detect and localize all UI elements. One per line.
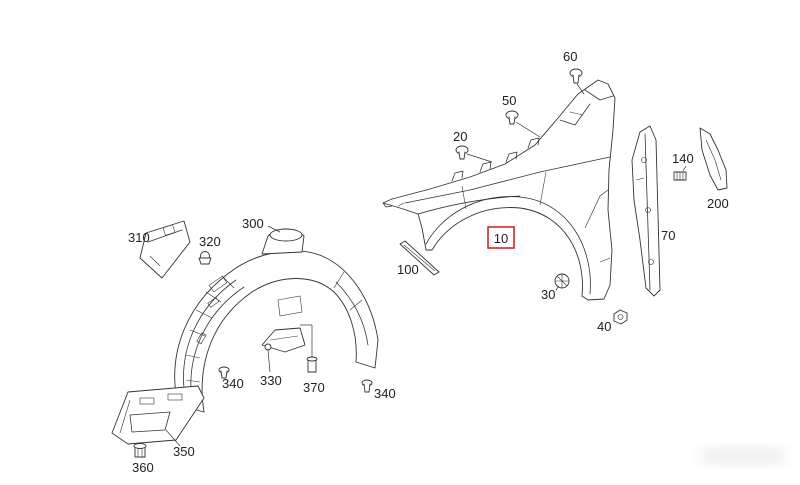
screw-370-part <box>300 324 318 373</box>
bracket-310-part <box>139 220 191 279</box>
screw-140-part <box>673 165 687 181</box>
clip-20-part <box>455 145 493 163</box>
wheel-arch-liner-part <box>174 228 379 413</box>
callout-40: 40 <box>597 319 611 334</box>
watermark-smudge <box>700 446 785 466</box>
clip-330-part <box>264 343 272 373</box>
callout-70: 70 <box>661 228 675 243</box>
callout-300: 300 <box>242 216 264 231</box>
seal-strip-part <box>399 240 440 276</box>
callout-310: 310 <box>128 230 150 245</box>
callout-340-right: 340 <box>374 386 396 401</box>
callout-330: 330 <box>260 373 282 388</box>
callout-100: 100 <box>397 262 419 277</box>
callout-50: 50 <box>502 93 516 108</box>
callout-360: 360 <box>132 460 154 475</box>
callout-30: 30 <box>541 287 555 302</box>
clip-30-part <box>554 273 570 291</box>
callout-350: 350 <box>173 444 195 459</box>
nut-40-part <box>613 309 628 325</box>
bracket-200-part <box>699 127 728 191</box>
clip-340-right-part <box>361 379 373 393</box>
callout-140: 140 <box>672 151 694 166</box>
bracket-plate-350-part <box>111 385 205 447</box>
callout-10: 10 <box>494 231 508 246</box>
clip-60-part <box>569 68 585 95</box>
callout-20: 20 <box>453 129 467 144</box>
clip-50-part <box>505 110 541 138</box>
callout-340-left: 340 <box>222 376 244 391</box>
leader-300 <box>267 225 281 233</box>
callout-320: 320 <box>199 234 221 249</box>
fender-part <box>382 79 616 301</box>
clip-340-left-part <box>218 366 230 379</box>
callout-10-highlight-box <box>487 226 515 249</box>
callout-370: 370 <box>303 380 325 395</box>
vertical-trim-part <box>631 125 661 297</box>
callout-200: 200 <box>707 196 729 211</box>
clip-320-part <box>198 251 212 265</box>
callout-60: 60 <box>563 49 577 64</box>
screw-360-part <box>133 443 147 458</box>
